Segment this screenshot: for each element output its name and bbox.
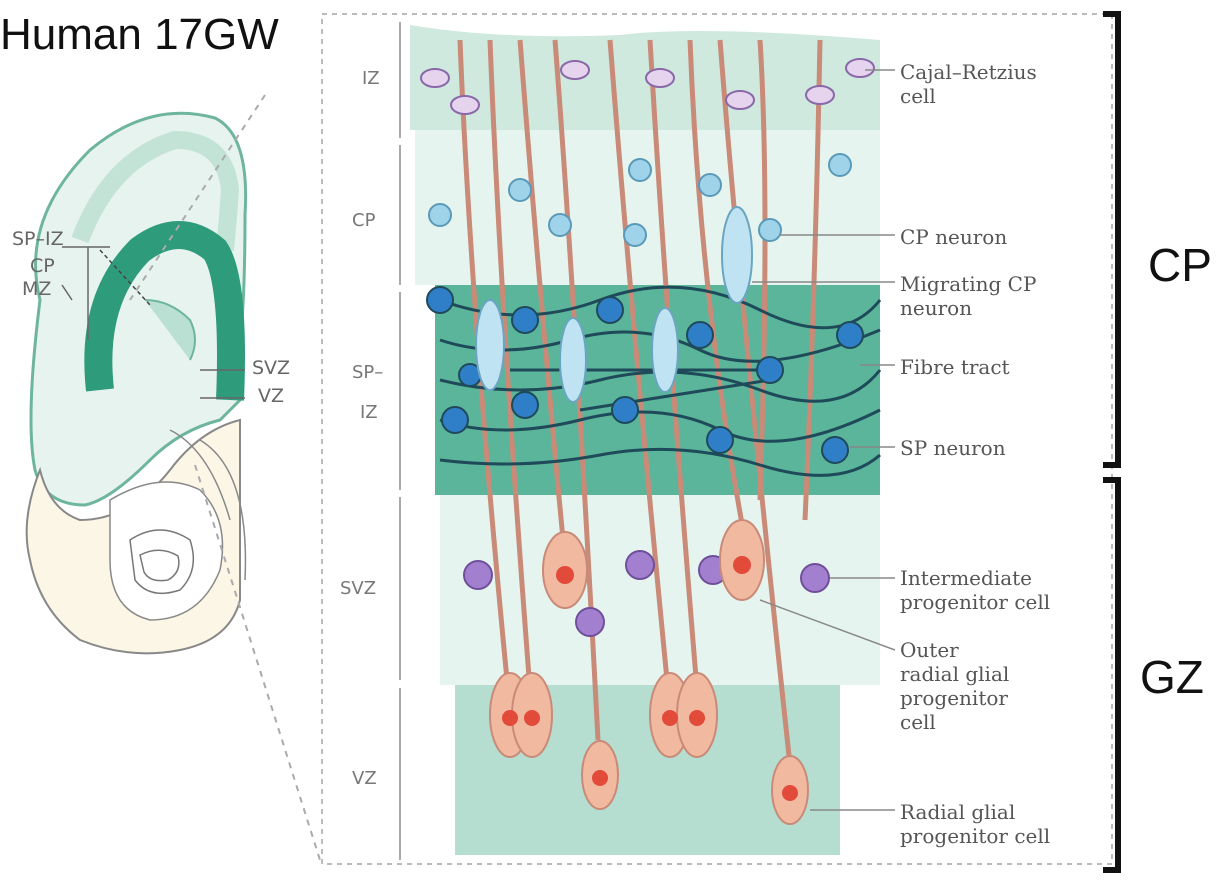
brain-label-cp: CP (30, 255, 55, 277)
zone-label-sp: SP– (352, 362, 383, 383)
zone-label-cp: CP (352, 210, 375, 231)
cell-label-fibre-tract: Fibre tract (900, 355, 1010, 379)
zone-label-vz: VZ (352, 768, 377, 789)
right-brackets (1103, 14, 1118, 870)
zoom-line-bottom (195, 465, 320, 860)
zone-label-iz: IZ (362, 68, 380, 89)
zone-label-svz: SVZ (340, 578, 376, 599)
brain-label-svz: SVZ (252, 357, 290, 379)
cell-label-sp-neuron: SP neuron (900, 436, 1006, 460)
cell-label-intermediate-progenitor: Intermediateprogenitor cell (900, 566, 1050, 614)
brain-label-mz: MZ (22, 278, 51, 300)
bracket-label-cp: CP (1148, 238, 1212, 292)
zone-label-iz2: IZ (360, 402, 378, 423)
bracket-label-gz: GZ (1140, 650, 1204, 704)
cell-label-cajal-retzius: Cajal–Retziuscell (900, 60, 1037, 108)
cell-label-cp-neuron: CP neuron (900, 225, 1007, 249)
cell-label-migrating-cp-neuron: Migrating CPneuron (900, 272, 1036, 320)
figure-title: Human 17GW (0, 10, 279, 60)
cell-label-radial-glial: Radial glialprogenitor cell (900, 800, 1050, 848)
cell-label-outer-radial-glial: Outerradial glial progenitorcell (900, 638, 1009, 734)
brain-section (27, 113, 246, 653)
brain-label-vz: VZ (258, 385, 284, 407)
brain-label-sp-iz: SP–IZ (12, 228, 64, 250)
